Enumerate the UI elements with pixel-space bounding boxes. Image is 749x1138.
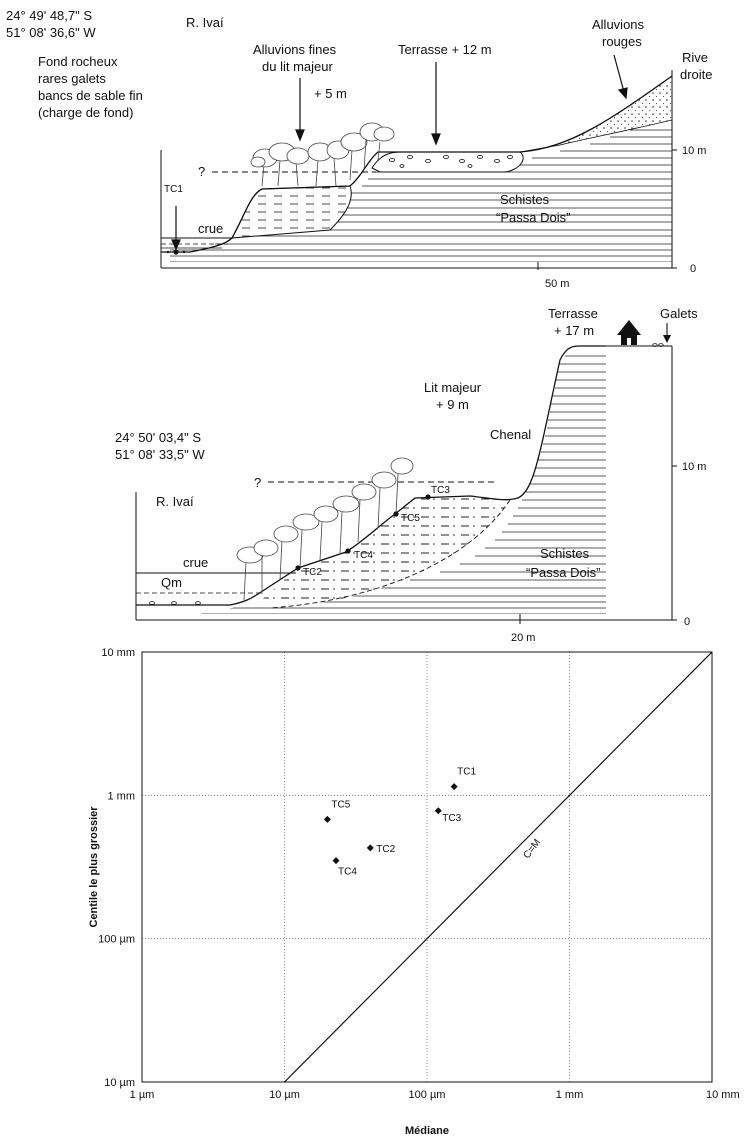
section2-alluvium-body — [258, 496, 510, 606]
section1-terrace-gravel — [371, 151, 524, 173]
point-tc2 — [366, 844, 374, 852]
section2-sample-points — [295, 494, 431, 571]
section2-scale-10m: 10 m — [682, 461, 706, 473]
point-label-tc5: TC5 — [331, 799, 350, 810]
x-axis-label: Médiane — [405, 1125, 449, 1137]
cross-section-1: 24° 49' 48,7" S 51° 08' 36,6" W R. Ivaí … — [6, 8, 713, 290]
cross-section-2: 24° 50' 03,4" S 51° 08' 33,5" W R. Ivaí … — [115, 306, 706, 644]
section1-bed-note-2: rares galets — [38, 71, 106, 86]
section1-terrace-label: Terrasse + 12 m — [398, 42, 492, 57]
y-axis-label: Centile le plus grossier — [88, 806, 100, 928]
section1-right-bank-2: droite — [680, 67, 713, 82]
section1-scale-0: 0 — [690, 263, 696, 275]
section2-schist-2: “Passa Dois” — [526, 565, 600, 580]
section2-scale-20m: 20 m — [511, 632, 535, 644]
section1-profile — [161, 75, 673, 253]
section1-right-bank-1: Rive — [682, 50, 708, 65]
section2-major-bed-1: Lit majeur — [424, 380, 482, 395]
section2-trees — [236, 457, 414, 601]
section1-red-alluvium-2: rouges — [602, 34, 642, 49]
section2-sample-tc3: TC3 — [431, 485, 450, 496]
section2-question-mark: ? — [254, 475, 261, 490]
section2-channel-label: Chenal — [490, 427, 531, 442]
point-tc1 — [450, 783, 458, 791]
section2-coord-lon: 51° 08' 33,5" W — [115, 447, 205, 462]
point-tc5 — [323, 815, 331, 823]
point-label-tc4: TC4 — [338, 867, 357, 878]
section2-terrace-1: Terrasse — [548, 306, 598, 321]
x-tick-label: 10 µm — [269, 1089, 300, 1101]
section1-flood-label: crue — [198, 221, 223, 236]
section2-coord-lat: 24° 50' 03,4" S — [115, 430, 201, 445]
x-tick-label: 1 mm — [556, 1089, 584, 1101]
plot-grid — [142, 652, 712, 1082]
section1-fine-alluvium-2: du lit majeur — [262, 59, 333, 74]
section2-river-label: R. Ivaí — [156, 494, 194, 509]
section1-red-alluvium-1: Alluvions — [592, 17, 645, 32]
y-tick-label: 100 µm — [98, 934, 135, 946]
section1-bed-note-3: bancs de sable fin — [38, 88, 143, 103]
section2-flood-label: crue — [183, 555, 208, 570]
section1-coord-lon: 51° 08' 36,6" W — [6, 25, 96, 40]
x-tick-label: 1 µm — [130, 1089, 155, 1101]
section2-frame — [135, 345, 673, 621]
section1-schist-2: “Passa Dois” — [496, 210, 570, 225]
section1-bed-note-4: (charge de fond) — [38, 105, 133, 120]
section1-scale-10m: 10 m — [682, 145, 706, 157]
point-label-tc2: TC2 — [376, 844, 395, 855]
section2-terrace-2: + 17 m — [554, 323, 594, 338]
section2-profile — [136, 345, 606, 606]
x-tick-label: 100 µm — [409, 1089, 446, 1101]
section1-coord-lat: 24° 49' 48,7" S — [6, 8, 92, 23]
section1-schist-1: Schistes — [500, 192, 550, 207]
section1-bed-note-1: Fond rocheux — [38, 54, 118, 69]
section1-sample-tc1-point — [173, 249, 179, 255]
section2-pebbles-label: Galets — [660, 306, 698, 321]
section1-trees — [250, 122, 395, 187]
section1-question-mark: ? — [198, 164, 205, 179]
section1-river-label: R. Ivaí — [186, 15, 224, 30]
house-icon — [617, 320, 641, 345]
x-tick-label: 10 mm — [706, 1089, 740, 1101]
section2-sample-tc5: TC5 — [401, 513, 420, 524]
section1-scale-50m: 50 m — [545, 278, 569, 290]
section2-scale-0: 0 — [684, 616, 690, 628]
plot-frame — [141, 651, 713, 1083]
section1-fine-alluvium-1: Alluvions fines — [253, 42, 337, 57]
section2-major-bed-2: + 9 m — [436, 397, 469, 412]
point-tc3 — [434, 807, 442, 815]
section2-schist-1: Schistes — [540, 546, 590, 561]
point-label-tc3: TC3 — [442, 813, 461, 824]
section1-sample-tc1: TC1 — [164, 184, 183, 195]
section2-sample-tc4: TC4 — [354, 550, 373, 561]
section1-fine-alluvium-height: + 5 m — [314, 86, 347, 101]
point-label-tc1: TC1 — [457, 767, 476, 778]
section2-sample-tc2: TC2 — [303, 567, 322, 578]
section1-red-alluvium — [519, 75, 673, 153]
point-tc4 — [332, 857, 340, 865]
section1-schist-hatching — [170, 129, 672, 262]
y-tick-label: 10 mm — [101, 647, 135, 659]
section2-qm-label: Qm — [161, 575, 182, 590]
y-tick-label: 1 mm — [108, 790, 136, 802]
reference-line-c-equals-m — [284, 652, 712, 1082]
y-tick-label: 10 µm — [104, 1077, 135, 1089]
